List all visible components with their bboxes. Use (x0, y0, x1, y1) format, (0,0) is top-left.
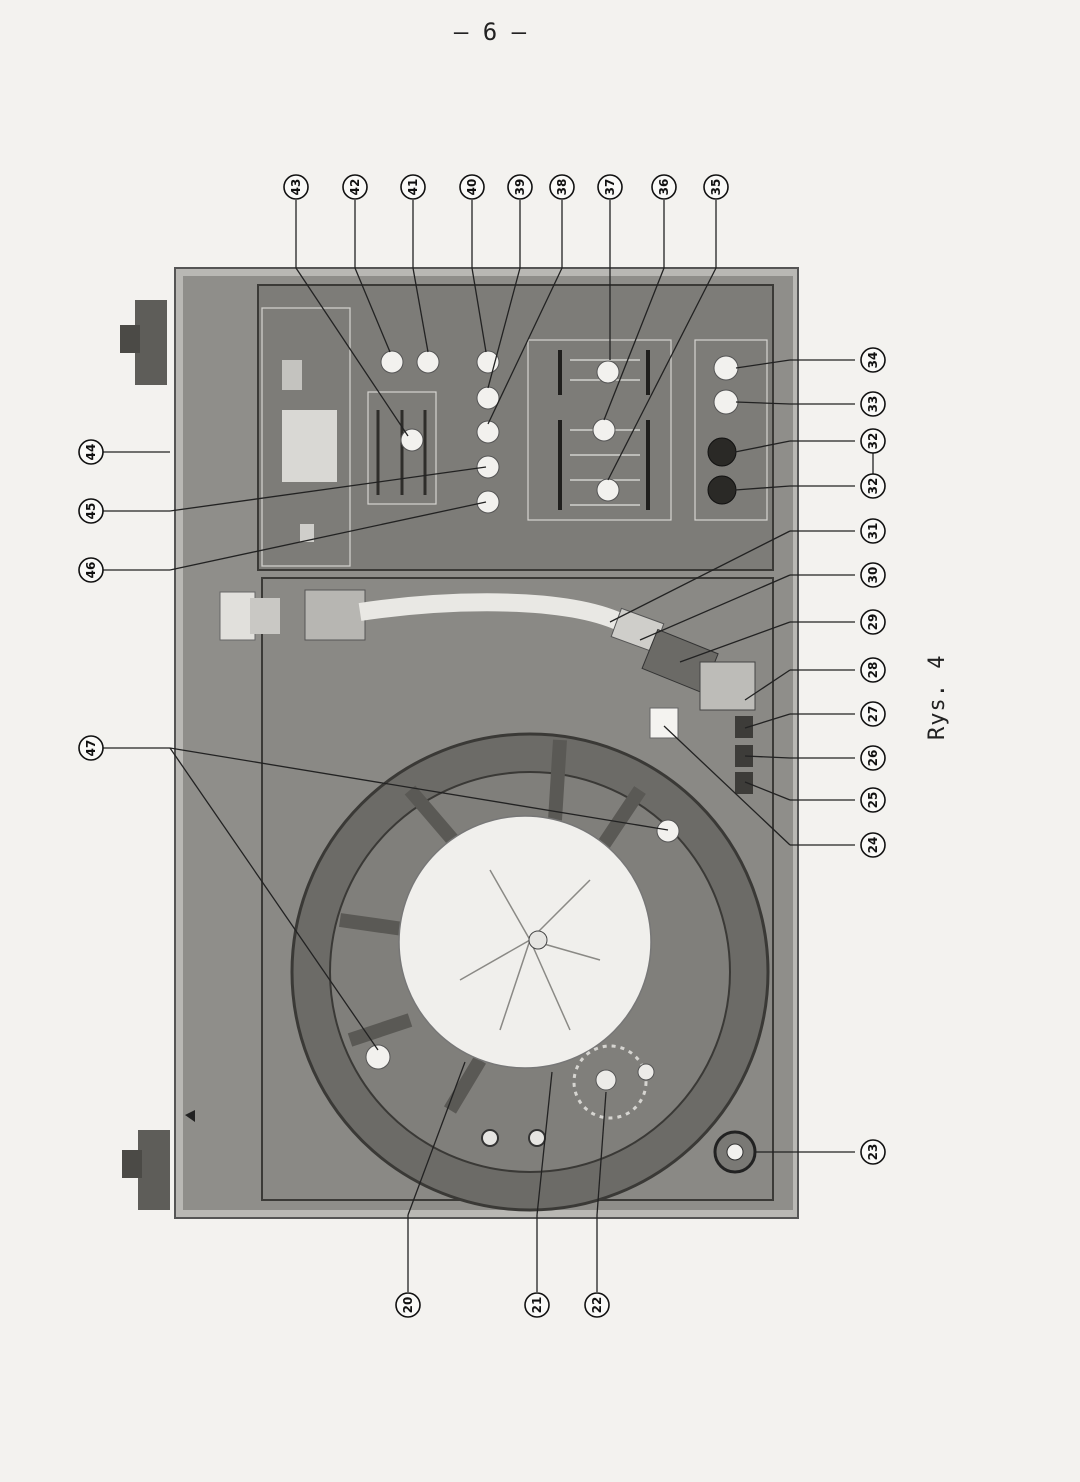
svg-text:25: 25 (866, 792, 880, 809)
svg-text:36: 36 (657, 179, 671, 196)
svg-text:40: 40 (465, 179, 479, 196)
brand-label (282, 360, 302, 390)
tonearm (219, 589, 756, 739)
spindle (459, 869, 601, 1031)
leader-lines (103, 200, 874, 1292)
svg-text:32: 32 (866, 433, 880, 450)
callout-22: 22 (584, 1292, 610, 1318)
svg-text:47: 47 (84, 740, 98, 757)
output-sockets (707, 437, 737, 505)
control-knobs (380, 350, 739, 514)
svg-text:28: 28 (866, 662, 880, 679)
callout-38: 38 (549, 174, 575, 200)
power-knob-center (726, 1143, 744, 1161)
svg-text:33: 33 (866, 396, 880, 413)
hinge-bottom (122, 1130, 170, 1210)
callout-36: 36 (651, 174, 677, 200)
callout-24: 24 (860, 832, 886, 858)
callout-42: 42 (342, 174, 368, 200)
svg-text:41: 41 (406, 179, 420, 196)
corner-marker (185, 1110, 195, 1122)
callout-23: 23 (860, 1139, 886, 1165)
svg-text:45: 45 (84, 503, 98, 520)
svg-text:24: 24 (866, 837, 880, 854)
svg-text:30: 30 (866, 567, 880, 584)
slider-box-small (367, 391, 437, 505)
svg-text:37: 37 (603, 179, 617, 196)
svg-text:39: 39 (513, 179, 527, 196)
slider-track-small (376, 410, 427, 495)
callout-25: 25 (860, 787, 886, 813)
callout-33: 33 (860, 391, 886, 417)
svg-text:23: 23 (866, 1144, 880, 1161)
callout-32a: 32 (860, 428, 886, 454)
callout-32b: 32 (860, 473, 886, 499)
callout-29: 29 (860, 609, 886, 635)
callout-20: 20 (395, 1292, 421, 1318)
spindle-center (528, 930, 548, 950)
callout-26: 26 (860, 745, 886, 771)
svg-text:31: 31 (866, 523, 880, 540)
svg-text:27: 27 (866, 706, 880, 723)
figure-caption: Rys. 4 (925, 654, 950, 740)
speed-buttons (735, 716, 753, 794)
callout-43: 43 (283, 174, 309, 200)
svg-text:35: 35 (709, 179, 723, 196)
callout-35: 35 (703, 174, 729, 200)
knob-47b (365, 1044, 391, 1070)
callout-39: 39 (507, 174, 533, 200)
callout-46: 46 (78, 557, 104, 583)
svg-text:22: 22 (590, 1297, 604, 1314)
callout-47: 47 (78, 735, 104, 761)
knob-47a (656, 819, 680, 843)
svg-text:34: 34 (866, 352, 880, 369)
callout-40: 40 (459, 174, 485, 200)
callout-34: 34 (860, 347, 886, 373)
svg-text:46: 46 (84, 562, 98, 579)
svg-text:42: 42 (348, 179, 362, 196)
meter-box (261, 307, 351, 567)
stroboscope-dial (572, 1044, 655, 1120)
callout-21: 21 (524, 1292, 550, 1318)
svg-text:26: 26 (866, 750, 880, 767)
svg-text:38: 38 (555, 179, 569, 196)
svg-text:32: 32 (866, 478, 880, 495)
svg-text:21: 21 (530, 1297, 544, 1314)
control-panel (257, 284, 774, 571)
callout-27: 27 (860, 701, 886, 727)
jack-sockets (481, 1129, 546, 1147)
small-switch (300, 524, 314, 542)
page-number: — 6 — (453, 18, 527, 46)
svg-text:20: 20 (401, 1297, 415, 1314)
callout-28: 28 (860, 657, 886, 683)
slider-tracks-large (558, 350, 650, 510)
meter-window (282, 410, 337, 482)
callout-30: 30 (860, 562, 886, 588)
svg-text:44: 44 (84, 444, 98, 461)
callout-44: 44 (78, 439, 104, 465)
output-box (694, 339, 768, 521)
callout-45: 45 (78, 498, 104, 524)
callout-41: 41 (400, 174, 426, 200)
callout-37: 37 (597, 174, 623, 200)
callout-31: 31 (860, 518, 886, 544)
hinge-top (120, 300, 167, 385)
svg-text:29: 29 (866, 614, 880, 631)
slider-box-large (527, 339, 672, 521)
svg-text:43: 43 (289, 179, 303, 196)
